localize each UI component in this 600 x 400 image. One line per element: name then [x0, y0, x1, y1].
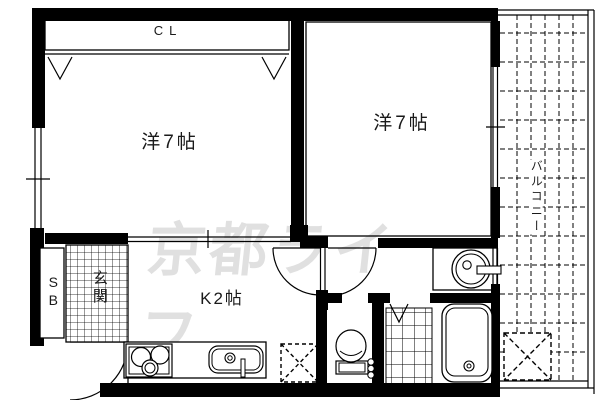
stove — [125, 343, 173, 378]
shoe-box — [39, 247, 65, 339]
bathtub — [441, 303, 493, 383]
balcony-label: バルコニー — [529, 159, 544, 235]
room2-label: 洋7帖 — [373, 113, 431, 135]
walls — [30, 8, 500, 397]
closet-door-marks — [47, 56, 287, 81]
basin-faucet — [476, 265, 502, 275]
washbasin — [451, 249, 502, 289]
room2-hall-door — [327, 247, 377, 297]
balcony-grid — [500, 15, 588, 381]
kitchen-sink — [208, 345, 264, 378]
room1-label: 洋7帖 — [141, 132, 199, 154]
balcony-area — [498, 9, 595, 394]
kitchen-label: K2帖 — [200, 289, 244, 309]
closet-label: CL — [153, 23, 183, 39]
faucet — [240, 358, 246, 378]
shoe-box-label: SB — [45, 274, 62, 310]
kitchen-counter — [123, 341, 267, 379]
washer-pad — [503, 332, 552, 381]
entrance-label: 玄関 — [90, 270, 108, 306]
toilet — [335, 329, 375, 379]
bath-tiles — [385, 307, 433, 389]
kitchen-hall-door — [272, 247, 321, 296]
refrigerator-space — [280, 343, 319, 383]
bathroom — [385, 303, 493, 389]
partition-kitchen-hall — [319, 242, 326, 293]
sliding-door-room1-kitchen — [128, 230, 291, 248]
window-left — [26, 128, 50, 230]
window-room2-balcony — [486, 67, 505, 187]
thin-walls — [44, 15, 498, 383]
closet-box — [44, 15, 290, 51]
genkan-area — [39, 244, 129, 343]
